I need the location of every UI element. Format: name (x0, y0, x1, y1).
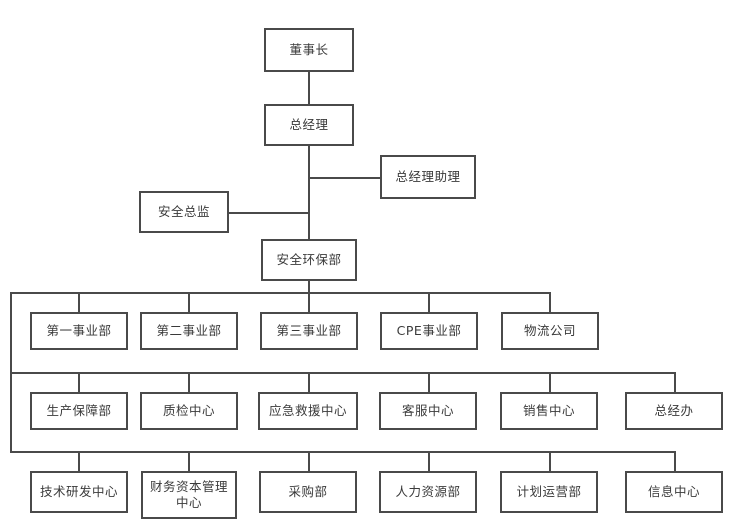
node-information-center[interactable]: 信息中心 (625, 471, 723, 513)
node-planning-ops[interactable]: 计划运营部 (500, 471, 598, 513)
drop-div2 (188, 292, 190, 312)
drop-div1 (78, 292, 80, 312)
node-logistics[interactable]: 物流公司 (501, 312, 599, 350)
node-general-manager-label: 总经理 (289, 117, 329, 133)
node-procurement[interactable]: 采购部 (259, 471, 357, 513)
node-div-cpe-label: CPE事业部 (396, 323, 462, 339)
node-information-center-label: 信息中心 (647, 484, 700, 500)
node-safety-env-dept[interactable]: 安全环保部 (261, 239, 357, 281)
node-div-cpe[interactable]: CPE事业部 (380, 312, 478, 350)
drop-rnd-center (78, 451, 80, 471)
connector-safety-env-to-bus1 (308, 281, 310, 293)
drop-div-cpe (428, 292, 430, 312)
node-safety-director[interactable]: 安全总监 (139, 191, 229, 233)
node-div2-label: 第二事业部 (156, 323, 222, 339)
drop-information-center (674, 451, 676, 471)
node-gm-office[interactable]: 总经办 (625, 392, 723, 430)
node-gm-assistant-label: 总经理助理 (395, 169, 461, 185)
connector-gm-to-assistant (308, 177, 380, 179)
node-quality-center[interactable]: 质检中心 (140, 392, 238, 430)
drop-gm-office (674, 372, 676, 392)
node-rnd-center[interactable]: 技术研发中心 (30, 471, 128, 513)
drop-quality-center (188, 372, 190, 392)
bus-line-2 (10, 372, 676, 374)
node-div1[interactable]: 第一事业部 (30, 312, 128, 350)
drop-planning-ops (549, 451, 551, 471)
node-human-resources-label: 人力资源部 (395, 484, 461, 500)
node-customer-service-label: 客服中心 (401, 403, 454, 419)
node-production-support[interactable]: 生产保障部 (30, 392, 128, 430)
connector-chairman-to-gm (308, 72, 310, 104)
node-customer-service[interactable]: 客服中心 (379, 392, 477, 430)
node-quality-center-label: 质检中心 (162, 403, 215, 419)
node-planning-ops-label: 计划运营部 (516, 484, 582, 500)
node-div2[interactable]: 第二事业部 (140, 312, 238, 350)
node-rnd-center-label: 技术研发中心 (39, 484, 118, 500)
drop-production-support (78, 372, 80, 392)
node-gm-office-label: 总经办 (654, 403, 694, 419)
node-finance-capital[interactable]: 财务资本管理中心 (141, 471, 237, 519)
node-safety-director-label: 安全总监 (157, 204, 210, 220)
drop-human-resources (428, 451, 430, 471)
left-spine-bus2-to-bus3 (10, 373, 12, 452)
node-emergency-rescue-label: 应急救援中心 (268, 403, 347, 419)
drop-emergency-rescue (308, 372, 310, 392)
drop-customer-service (428, 372, 430, 392)
node-general-manager[interactable]: 总经理 (264, 104, 354, 146)
left-spine-bus1-to-bus2 (10, 292, 12, 373)
node-finance-capital-label: 财务资本管理中心 (149, 479, 228, 510)
node-production-support-label: 生产保障部 (46, 403, 112, 419)
drop-logistics (549, 292, 551, 312)
node-chairman-label: 董事长 (289, 42, 329, 58)
node-gm-assistant[interactable]: 总经理助理 (380, 155, 476, 199)
bus-line-3 (10, 451, 676, 453)
connector-gm-spine (308, 146, 310, 240)
node-div1-label: 第一事业部 (46, 323, 112, 339)
node-safety-env-dept-label: 安全环保部 (276, 252, 342, 268)
connector-gm-to-safety-director (229, 212, 310, 214)
node-logistics-label: 物流公司 (523, 323, 576, 339)
node-div3-label: 第三事业部 (276, 323, 342, 339)
drop-sales-center (549, 372, 551, 392)
node-human-resources[interactable]: 人力资源部 (379, 471, 477, 513)
bus-line-1 (10, 292, 550, 294)
node-procurement-label: 采购部 (288, 484, 328, 500)
drop-procurement (308, 451, 310, 471)
drop-div3 (308, 292, 310, 312)
node-div3[interactable]: 第三事业部 (260, 312, 358, 350)
drop-finance-capital (188, 451, 190, 471)
node-chairman[interactable]: 董事长 (264, 28, 354, 72)
node-sales-center[interactable]: 销售中心 (500, 392, 598, 430)
node-sales-center-label: 销售中心 (522, 403, 575, 419)
node-emergency-rescue[interactable]: 应急救援中心 (258, 392, 358, 430)
